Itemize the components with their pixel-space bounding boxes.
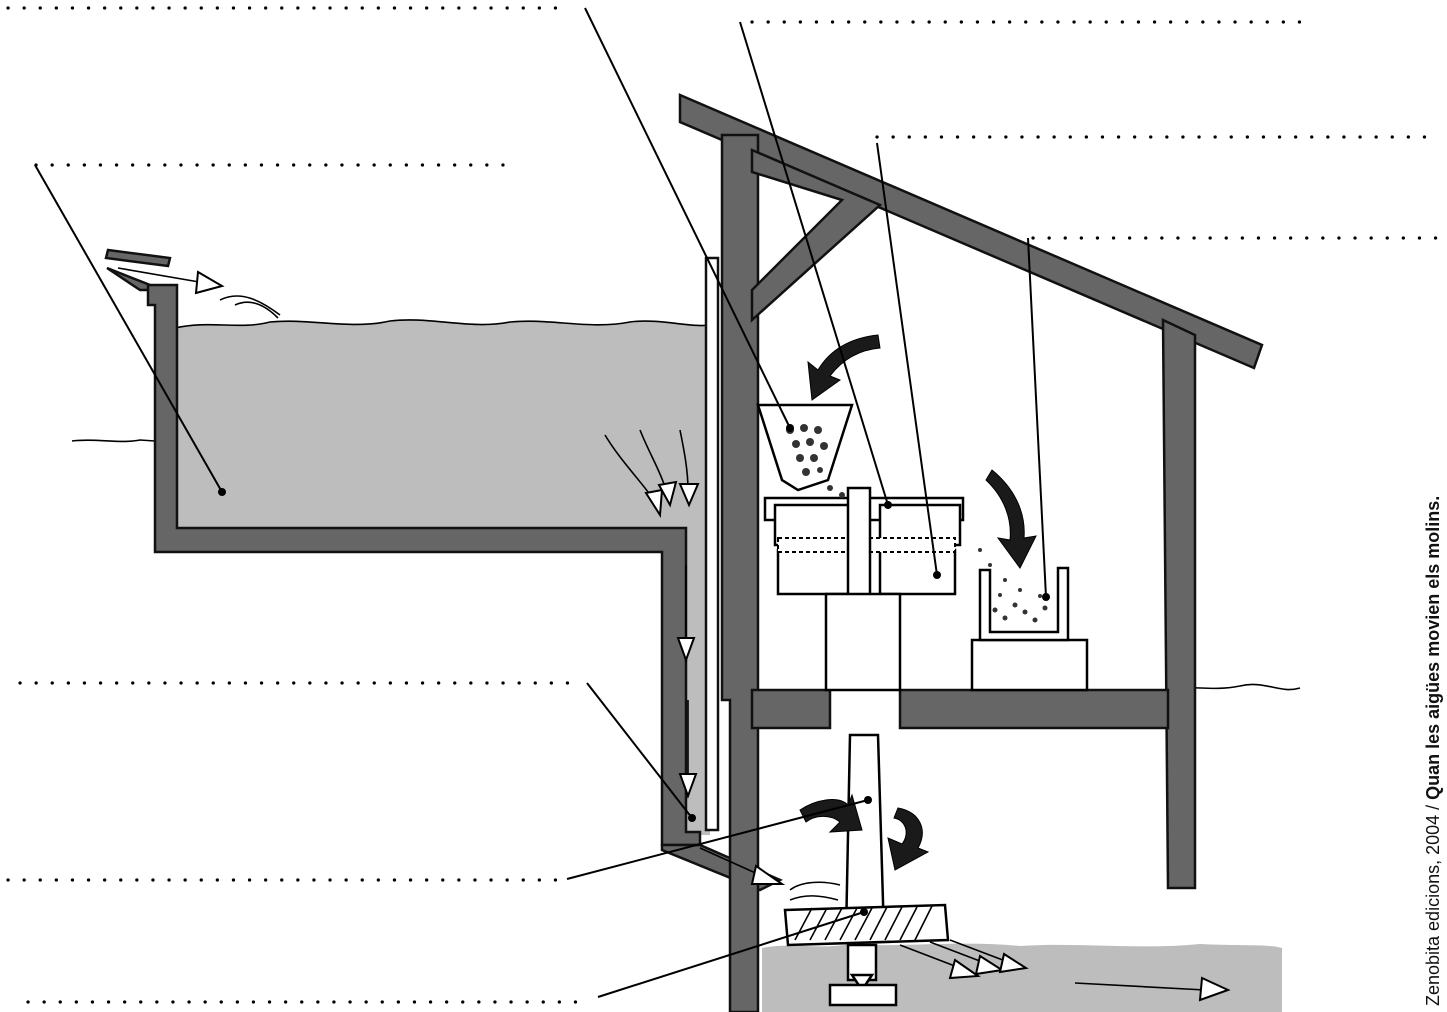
answer-lines	[6, 6, 1442, 1004]
mill-house	[678, 93, 1264, 1012]
credit-title: Quan les aigües movien els molins.	[1423, 495, 1443, 800]
leader-lines	[34, 7, 1050, 998]
shaft-and-wheel	[783, 592, 950, 1007]
pond-walls	[104, 248, 783, 892]
flour-box	[970, 548, 1089, 692]
millstones	[763, 486, 965, 610]
flow-arrows	[117, 267, 1231, 1002]
motion-arrows	[799, 334, 1037, 871]
credit-text: Zenobita edicions, 2004 / Quan les aigüe…	[1423, 496, 1444, 1006]
credit-publisher: Zenobita edicions, 2004 /	[1423, 799, 1443, 1006]
hopper	[756, 403, 854, 498]
